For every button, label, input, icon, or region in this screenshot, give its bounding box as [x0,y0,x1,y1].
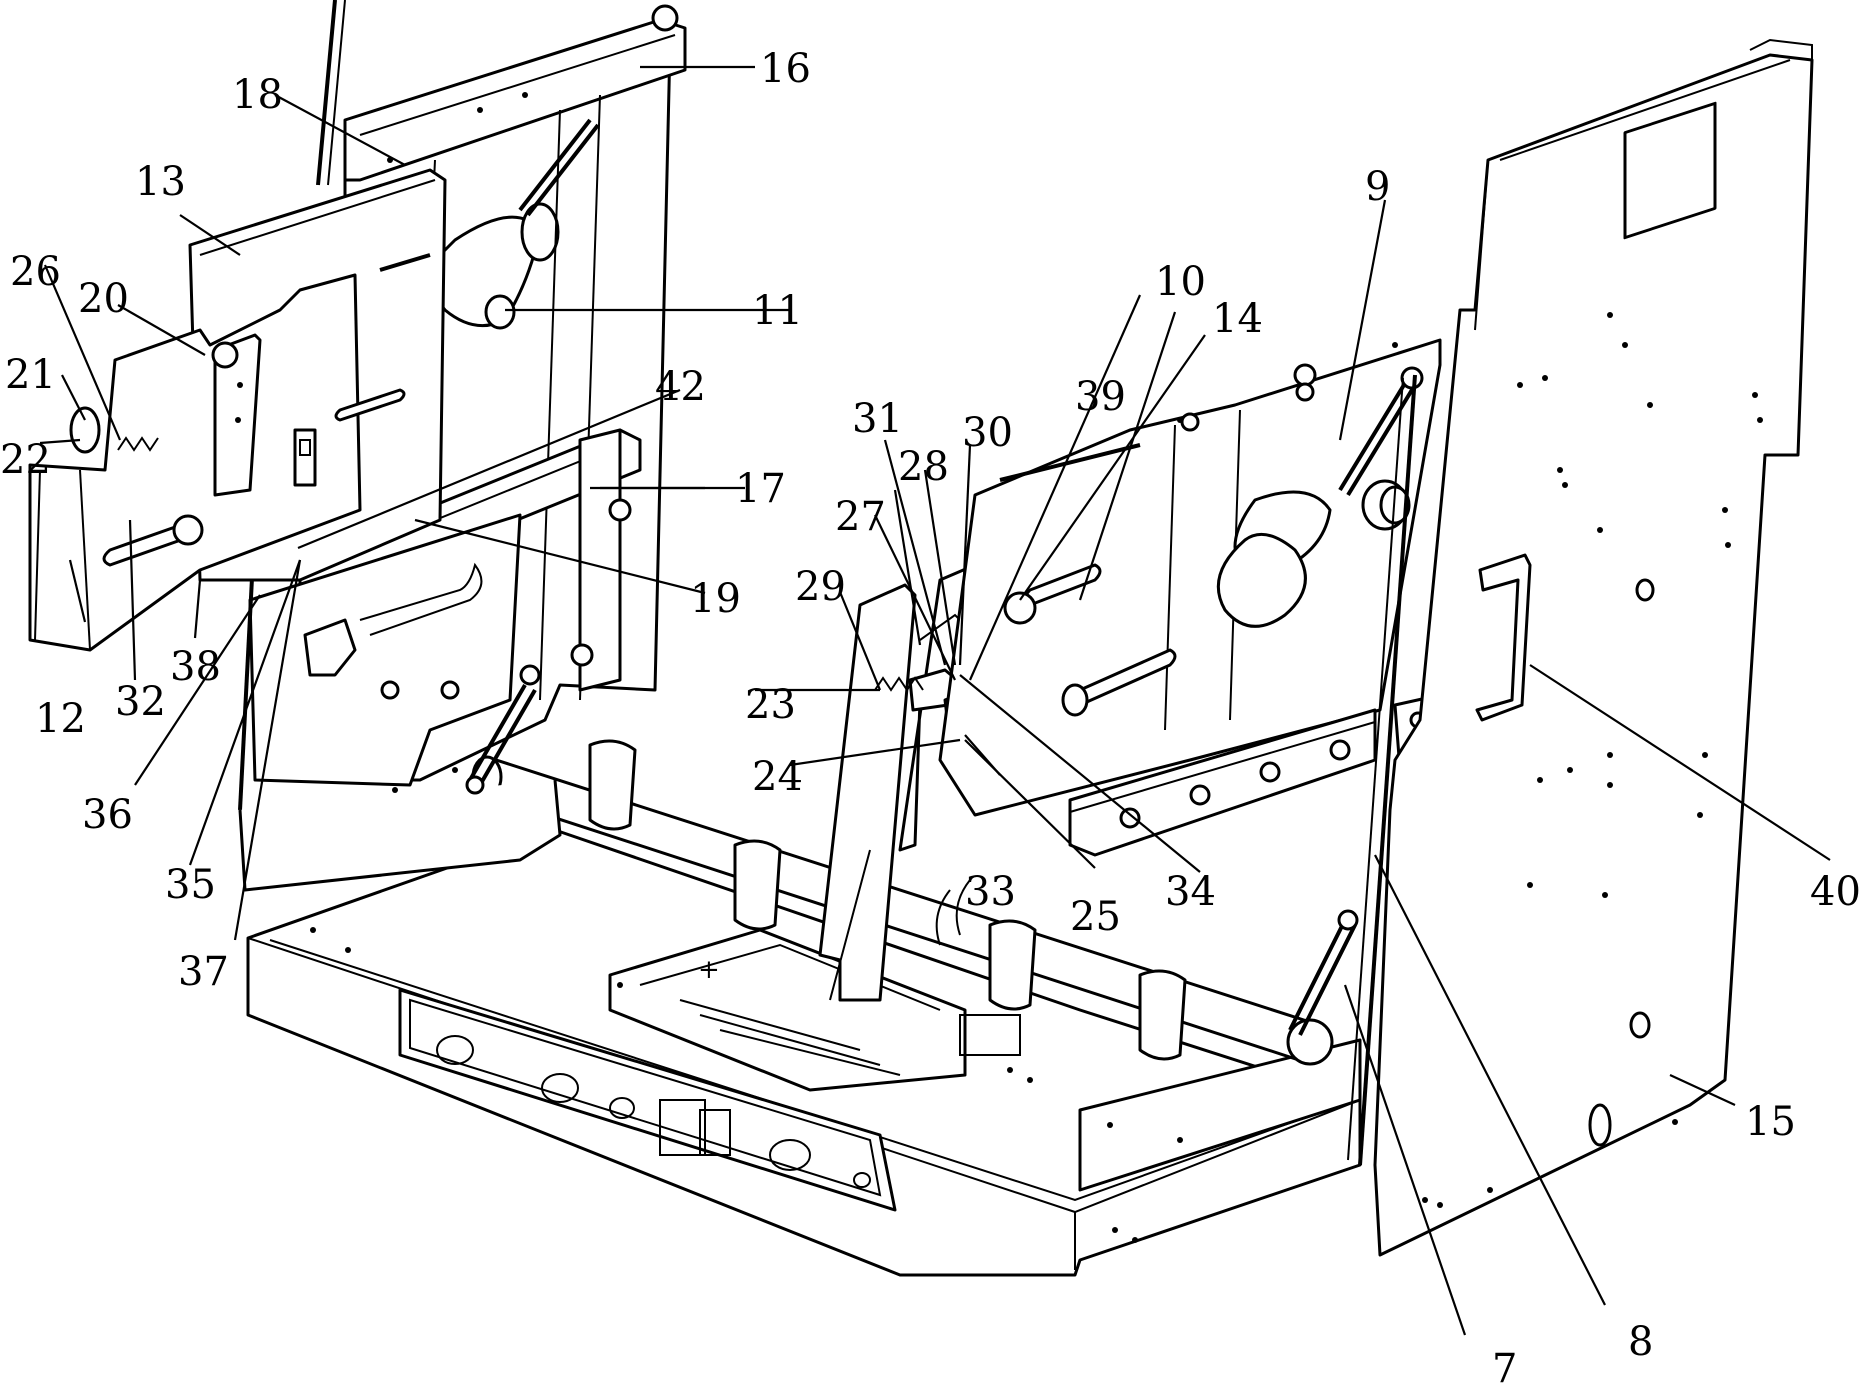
label-11: 11 [752,288,803,334]
label-26: 26 [10,249,61,295]
label-31: 31 [852,396,903,442]
left-slider-plate [28,168,447,652]
leader-lines [39,65,1831,1336]
label-10: 10 [1155,259,1206,305]
label-20: 20 [78,276,129,322]
label-35: 35 [165,862,216,908]
label-42: 42 [655,364,706,410]
label-34: 34 [1165,869,1216,915]
right-side-plate [1373,38,1814,1257]
label-17: 17 [735,466,786,512]
label-12: 12 [35,696,86,742]
label-38: 38 [170,644,221,690]
label-21: 21 [5,352,56,398]
control-panel [398,988,897,1212]
panel-plus-sign: + [698,955,720,985]
label-7: 7 [1492,1346,1517,1386]
label-40: 40 [1810,869,1861,915]
label-19: 19 [690,576,741,622]
label-39: 39 [1075,374,1126,420]
label-23: 23 [745,682,796,728]
label-18: 18 [232,72,283,118]
label-9: 9 [1365,164,1390,210]
label-22: 22 [0,437,51,483]
carriage: + [608,928,1021,1092]
base-holes [310,927,1183,1243]
label-27: 27 [835,494,886,540]
label-25: 25 [1070,894,1121,940]
label-24: 24 [752,754,803,800]
label-36: 36 [82,792,133,838]
part-labels: 16 18 13 26 20 21 22 11 42 17 19 12 32 3… [0,46,1861,1386]
label-13: 13 [135,159,186,205]
label-15: 15 [1745,1099,1796,1145]
label-8: 8 [1628,1319,1653,1365]
label-33: 33 [965,869,1016,915]
label-16: 16 [760,46,811,92]
label-14: 14 [1212,296,1263,342]
label-29: 29 [795,564,846,610]
label-30: 30 [962,410,1013,456]
label-37: 37 [178,949,229,995]
label-28: 28 [898,444,949,490]
label-32: 32 [115,679,166,725]
